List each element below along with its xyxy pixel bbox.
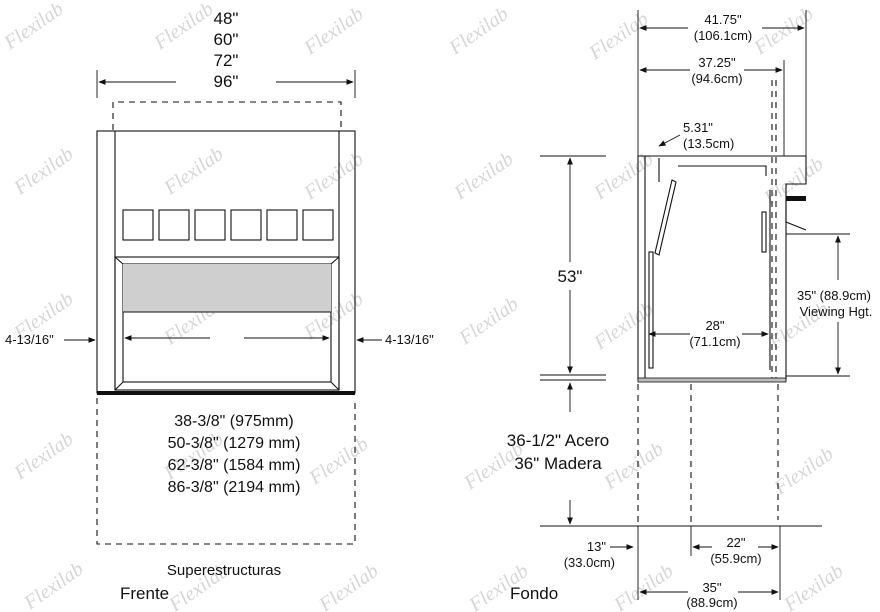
- front-sash-upper-shade: [123, 264, 331, 312]
- side-baffle-top: [678, 165, 767, 176]
- side-viewing-height-value: 35" (88.9cm): [797, 288, 871, 303]
- front-width-96: 96": [214, 72, 239, 91]
- front-sash-bevel-tr: [330, 256, 340, 265]
- front-sash-bevel-tl: [114, 256, 124, 265]
- side-base-depth-b-cm: (88.9cm): [686, 595, 737, 610]
- front-side-dim-left: 4-13/16": [5, 332, 54, 347]
- side-base-height-steel: 36-1/2" Acero: [507, 431, 609, 450]
- side-sash-handle: [761, 211, 767, 253]
- watermark: Flexilab: [444, 3, 512, 60]
- watermark: Flexilab: [0, 0, 67, 55]
- front-caption: Frente: [120, 584, 169, 603]
- front-panel: [266, 209, 298, 241]
- watermark: Flexilab: [19, 558, 87, 612]
- side-top-band: [786, 196, 806, 201]
- side-base-top: [637, 377, 787, 383]
- watermark: Flexilab: [299, 148, 367, 205]
- front-side-dim-right: 4-13/16": [385, 332, 434, 347]
- side-height: 53": [558, 267, 583, 286]
- watermark: Flexilab: [9, 143, 77, 200]
- watermark: Flexilab: [149, 0, 217, 55]
- front-sash-frame: [114, 256, 340, 391]
- watermark: Flexilab: [299, 3, 367, 60]
- watermark: Flexilab: [779, 560, 847, 612]
- side-interior-depth-cm: (71.1cm): [689, 334, 740, 349]
- side-base-depth-a-in: 22": [726, 535, 745, 550]
- side-baffle-cm: (13.5cm): [683, 136, 734, 151]
- front-hood-body: [96, 130, 356, 394]
- side-baffle-in: 5.31": [683, 120, 713, 135]
- front-panel: [302, 209, 334, 241]
- watermark: Flexilab: [589, 298, 657, 355]
- side-depth-inner-in: 37.25": [698, 55, 736, 70]
- front-panel: [230, 209, 262, 241]
- watermark: Flexilab: [599, 438, 667, 495]
- side-view: 41.75" (106.1cm) 37.25" (94.6cm) 5.31" (…: [507, 10, 873, 610]
- side-base-outline: [637, 384, 779, 526]
- front-base-width-72: 62-3/8" (1584 mm): [168, 457, 301, 474]
- side-toe-in: 13": [587, 539, 606, 554]
- side-depth-overall-in: 41.75": [704, 12, 742, 27]
- watermark: Flexilab: [9, 428, 77, 485]
- side-baffle-leader: [658, 134, 681, 147]
- front-superstructure-top: [112, 101, 342, 130]
- watermark: Flexilab: [304, 433, 372, 490]
- watermark: Flexilab: [159, 143, 227, 200]
- side-base-depth-b-in: 35": [702, 580, 721, 595]
- watermark: Flexilab: [749, 3, 817, 60]
- front-sash-bevel-br: [330, 381, 340, 391]
- side-caption: Fondo: [510, 584, 558, 603]
- front-base-width-60: 50-3/8" (1279 mm): [168, 435, 301, 452]
- side-depth-overall-cm: (106.1cm): [694, 28, 753, 43]
- side-interior-depth-in: 28": [705, 318, 724, 333]
- front-panel: [158, 209, 190, 241]
- watermark: Flexilab: [769, 443, 837, 500]
- watermark: Flexilab: [584, 8, 652, 65]
- front-width-72: 72": [214, 51, 239, 70]
- front-base-width-96: 86-3/8" (2194 mm): [168, 479, 301, 496]
- front-base-outline: [96, 398, 356, 545]
- side-front-lip: [785, 201, 807, 231]
- front-width-60: 60": [214, 30, 239, 49]
- side-base-height-wood: 36" Madera: [514, 454, 602, 473]
- front-sash-bevel-bl: [114, 381, 124, 391]
- watermark: Flexilab: [449, 148, 517, 205]
- front-base-width-48: 38-3/8" (975mm): [174, 413, 294, 430]
- front-width-48: 48": [214, 9, 239, 28]
- watermark: Flexilab: [609, 560, 677, 612]
- side-toe-cm: (33.0cm): [564, 555, 615, 570]
- side-base-depth-a-cm: (55.9cm): [710, 551, 761, 566]
- side-viewing-height-label: Viewing Hgt.: [800, 304, 873, 319]
- watermark: Flexilab: [454, 293, 522, 350]
- front-sub-caption: Superestructuras: [167, 562, 281, 579]
- front-view: 48" 60" 72" 96" 4: [5, 9, 434, 603]
- side-depth-inner-cm: (94.6cm): [691, 71, 742, 86]
- watermark: Flexilab: [314, 560, 382, 612]
- front-panel: [194, 209, 226, 241]
- front-panel: [122, 209, 154, 241]
- side-baffle-lower: [648, 251, 654, 369]
- side-baffle-slant: [654, 179, 677, 256]
